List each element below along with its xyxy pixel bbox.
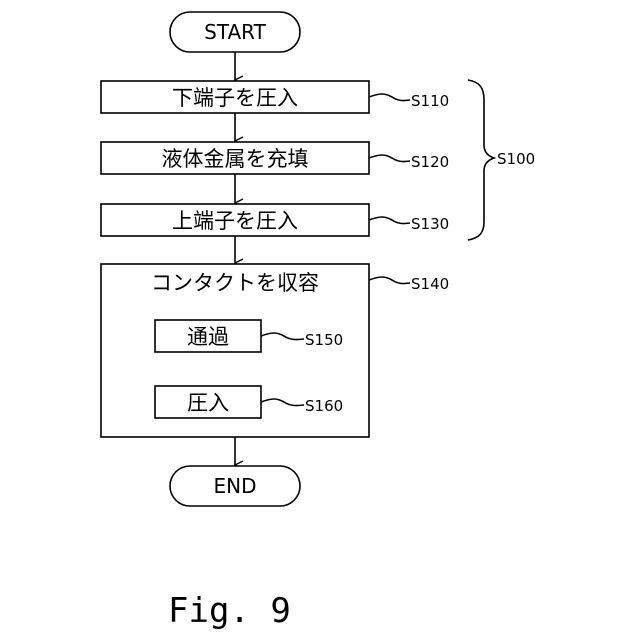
leader-s130 <box>369 217 410 224</box>
contact-label: コンタクトを収容 <box>151 271 319 295</box>
ref-s160: S160 <box>305 397 343 415</box>
substep-box-s160: 圧入 <box>155 386 261 418</box>
step-box-s130: 上端子を圧入 <box>101 204 369 236</box>
ref-s130: S130 <box>411 215 449 233</box>
figure-caption: Fig. 9 <box>168 591 291 631</box>
substep-box-s150: 通過 <box>155 320 261 352</box>
end-terminal: END <box>170 466 300 506</box>
ref-s140: S140 <box>411 275 449 293</box>
step-label-s110: 下端子を圧入 <box>172 86 298 110</box>
step-box-s110: 下端子を圧入 <box>101 81 369 113</box>
ref-s110: S110 <box>411 92 449 110</box>
substep-label-s150: 通過 <box>187 325 229 349</box>
substep-label-s160: 圧入 <box>187 391 229 415</box>
leader-s120 <box>369 155 410 162</box>
step-label-s130: 上端子を圧入 <box>172 209 298 233</box>
leader-s140 <box>369 277 410 284</box>
ref-s120: S120 <box>411 153 449 171</box>
ref-s100: S100 <box>497 150 535 168</box>
end-label: END <box>214 474 257 498</box>
ref-s150: S150 <box>305 331 343 349</box>
leader-s110 <box>369 94 410 101</box>
group-brace <box>468 80 494 240</box>
step-box-s120: 液体金属を充填 <box>101 142 369 174</box>
step-label-s120: 液体金属を充填 <box>162 147 309 171</box>
start-terminal: START <box>170 12 300 52</box>
start-label: START <box>204 20 266 44</box>
